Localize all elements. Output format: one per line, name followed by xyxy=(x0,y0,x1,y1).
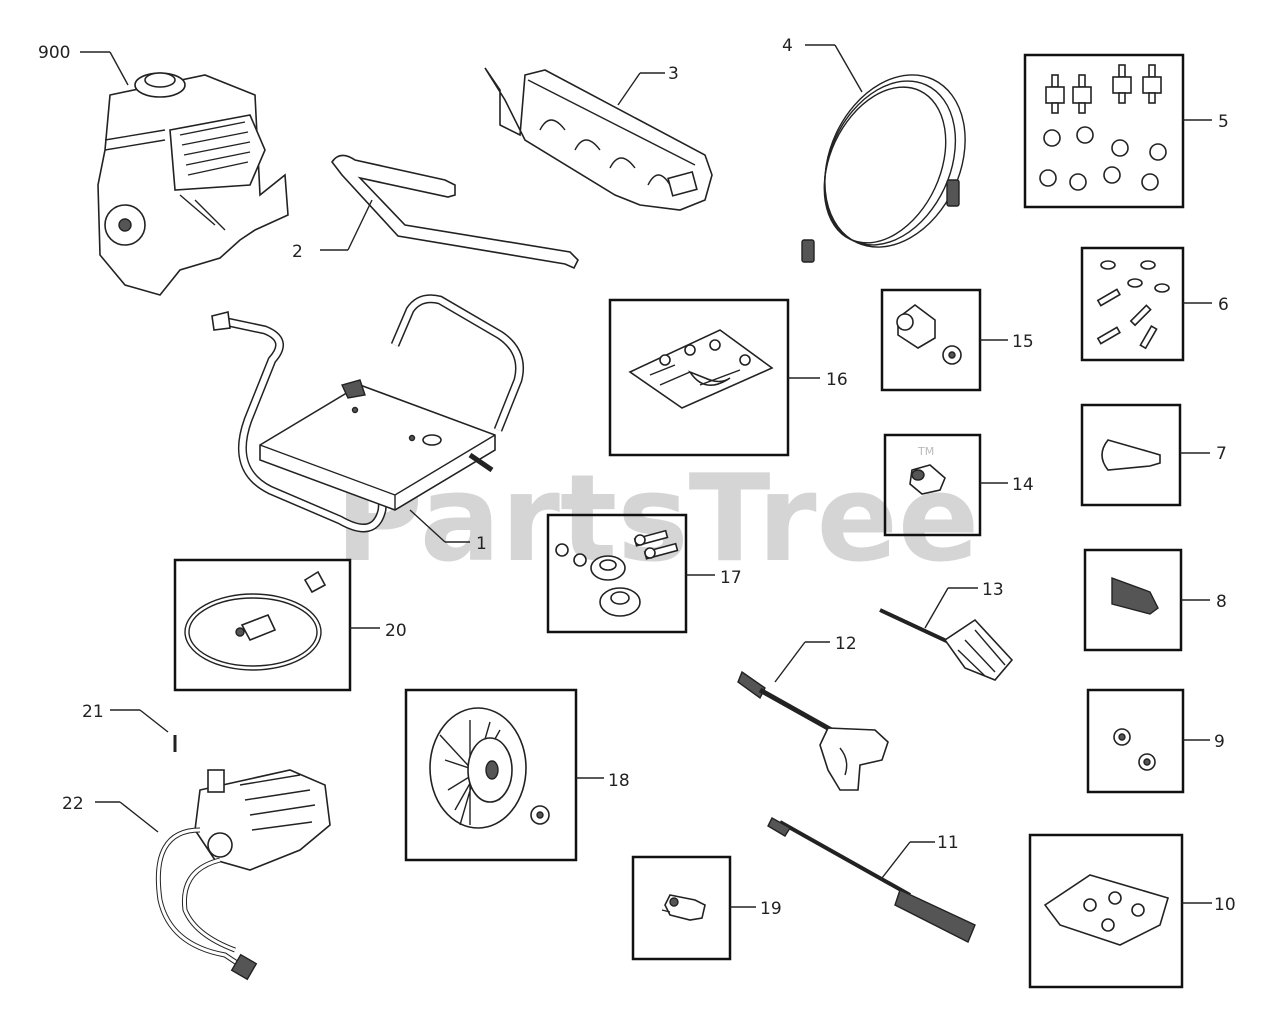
callout-8[interactable]: 8 xyxy=(1216,592,1227,612)
part-box-5[interactable] xyxy=(1023,53,1185,209)
part-box-17[interactable] xyxy=(546,513,688,634)
part-2-handle[interactable] xyxy=(331,154,579,270)
leader-line-900b xyxy=(109,51,129,86)
callout-3[interactable]: 3 xyxy=(668,64,679,84)
callout-13[interactable]: 13 xyxy=(982,580,1004,600)
part-4-hose[interactable] xyxy=(798,52,992,270)
callout-6[interactable]: 6 xyxy=(1218,295,1229,315)
callout-14[interactable]: 14 xyxy=(1012,475,1034,495)
part-9-caps xyxy=(1113,728,1156,771)
callout-9[interactable]: 9 xyxy=(1214,732,1225,752)
part-box-18[interactable] xyxy=(404,688,578,862)
part-8-coupler xyxy=(1111,576,1159,615)
callout-7[interactable]: 7 xyxy=(1216,444,1227,464)
part-17-hardware xyxy=(555,529,679,617)
part-14-adapter xyxy=(909,464,946,495)
part-10-plate xyxy=(1043,874,1169,946)
leader-line-13b xyxy=(924,587,949,629)
callout-22[interactable]: 22 xyxy=(62,794,84,814)
callout-18[interactable]: 18 xyxy=(608,771,630,791)
callout-12[interactable]: 12 xyxy=(835,634,857,654)
part-20-seal-kit xyxy=(184,570,327,671)
part-5-hardware xyxy=(1039,64,1167,191)
part-15-fitting xyxy=(896,303,962,365)
part-18-wheel xyxy=(429,707,550,829)
part-22-pump[interactable] xyxy=(155,769,331,981)
callout-20[interactable]: 20 xyxy=(385,621,407,641)
part-box-14[interactable] xyxy=(883,433,982,537)
part-19-injector xyxy=(661,894,706,921)
leader-line-21b xyxy=(139,709,169,733)
part-900-engine[interactable] xyxy=(97,72,289,296)
callout-900[interactable]: 900 xyxy=(38,43,70,63)
leader-line-4b xyxy=(834,44,863,93)
part-box-20[interactable] xyxy=(173,558,352,692)
callout-16[interactable]: 16 xyxy=(826,370,848,390)
leader-line-11b xyxy=(881,841,911,879)
part-16-decals xyxy=(628,329,774,409)
part-3-panel[interactable] xyxy=(484,67,713,211)
part-box-9[interactable] xyxy=(1086,688,1185,794)
callout-10[interactable]: 10 xyxy=(1214,895,1236,915)
part-12-gun[interactable] xyxy=(737,670,889,791)
callout-19[interactable]: 19 xyxy=(760,899,782,919)
part-box-6[interactable] xyxy=(1080,246,1185,362)
leader-line-2b xyxy=(347,199,373,251)
part-box-7[interactable] xyxy=(1080,403,1182,507)
part-box-19[interactable] xyxy=(631,855,732,961)
callout-17[interactable]: 17 xyxy=(720,568,742,588)
callout-2[interactable]: 2 xyxy=(292,242,303,262)
leader-line-12b xyxy=(774,641,806,683)
leader-line-22b xyxy=(119,801,159,833)
part-box-10[interactable] xyxy=(1028,833,1184,989)
callout-15[interactable]: 15 xyxy=(1012,332,1034,352)
part-13-brush[interactable] xyxy=(879,608,1014,681)
part-11-wand[interactable] xyxy=(767,817,976,943)
callout-1[interactable]: 1 xyxy=(476,534,487,554)
part-7-nozzle xyxy=(1101,439,1161,471)
callout-11[interactable]: 11 xyxy=(937,833,959,853)
callout-4[interactable]: 4 xyxy=(782,36,793,56)
callout-5[interactable]: 5 xyxy=(1218,112,1229,132)
watermark-trademark: TM xyxy=(917,445,934,458)
leader-line-3b xyxy=(617,72,641,106)
leader-line-1b xyxy=(409,509,446,543)
part-1-frame[interactable] xyxy=(211,294,524,533)
callout-21[interactable]: 21 xyxy=(82,702,104,722)
part-6-hardware xyxy=(1096,260,1170,350)
